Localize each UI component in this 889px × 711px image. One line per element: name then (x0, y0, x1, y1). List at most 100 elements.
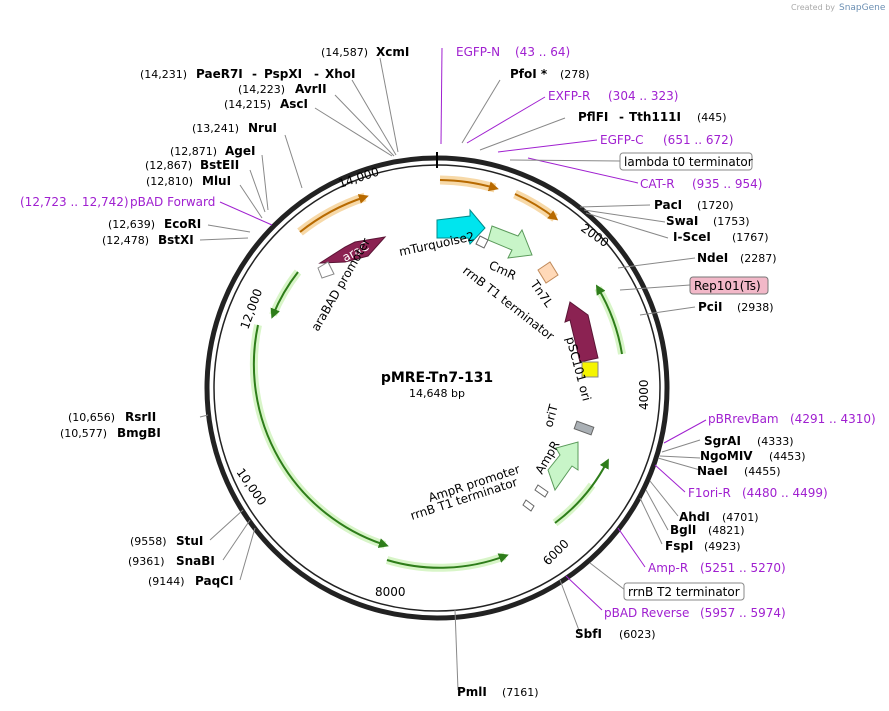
svg-text:BmgBI: BmgBI (117, 426, 161, 440)
rrnb-t2-label: rrnB T2 terminator (628, 585, 740, 599)
svg-text:PacI: PacI (654, 198, 682, 212)
svg-text:EXFP-R: EXFP-R (548, 89, 590, 103)
plasmid-name: pMRE-Tn7-131 (381, 370, 493, 386)
ampr-promoter-arrow (534, 484, 549, 498)
svg-text:SnaBI: SnaBI (176, 554, 215, 568)
svg-text:pBRrevBam: pBRrevBam (708, 412, 779, 426)
svg-text:(9144): (9144) (148, 575, 185, 588)
enzyme-leaders (199, 57, 701, 691)
svg-text:AscI: AscI (280, 97, 308, 111)
svg-text:(304 .. 323): (304 .. 323) (608, 89, 678, 103)
svg-text:(935 .. 954): (935 .. 954) (692, 177, 762, 191)
svg-text:Amp-R: Amp-R (648, 561, 688, 575)
snapgene-logo: SnapGene (839, 3, 886, 13)
svg-text:I-SceI: I-SceI (673, 230, 711, 244)
svg-text:2000: 2000 (578, 221, 611, 250)
svg-text:(12,723 .. 12,742): (12,723 .. 12,742) (20, 195, 129, 209)
svg-text:(10,656): (10,656) (68, 411, 115, 424)
svg-text:EGFP-N: EGFP-N (456, 45, 500, 59)
svg-text:EGFP-C: EGFP-C (600, 133, 643, 147)
svg-text:FspI: FspI (665, 539, 693, 553)
primer-leaders (219, 47, 707, 611)
svg-text:(2287): (2287) (740, 252, 777, 265)
svg-text:-: - (619, 110, 624, 124)
svg-text:6000: 6000 (540, 537, 571, 568)
orit-label: oriT (541, 402, 561, 428)
svg-text:AgeI: AgeI (225, 144, 255, 158)
svg-text:PciI: PciI (698, 300, 723, 314)
rep101-label: Rep101(Ts) (694, 279, 761, 293)
svg-text:(14,223): (14,223) (238, 83, 285, 96)
svg-text:BstXI: BstXI (158, 233, 194, 247)
svg-text:(2938): (2938) (737, 301, 774, 314)
ampr-arrow (547, 441, 579, 492)
svg-text:EcoRI: EcoRI (164, 217, 201, 231)
rep101-arrow (564, 301, 599, 363)
svg-text:(10,577): (10,577) (60, 427, 107, 440)
svg-text:(4821): (4821) (708, 524, 745, 537)
svg-text:SgrAI: SgrAI (704, 434, 741, 448)
svg-text:8000: 8000 (375, 585, 406, 599)
svg-text:(4333): (4333) (757, 435, 794, 448)
mcs-arcs (297, 175, 559, 236)
svg-text:RsrII: RsrII (125, 410, 156, 424)
boxed-features: lambda t0 terminator Rep101(Ts) rrnB T2 … (619, 152, 769, 601)
orit-box (573, 420, 595, 436)
svg-text:PfoI *: PfoI * (510, 67, 548, 81)
svg-text:(9558): (9558) (130, 535, 167, 548)
svg-text:(445): (445) (697, 111, 727, 124)
svg-text:(12,867): (12,867) (145, 159, 192, 172)
psc101-ori-box (581, 361, 599, 378)
svg-text:NgoMIV: NgoMIV (700, 449, 753, 463)
svg-text:pBAD Reverse: pBAD Reverse (604, 606, 689, 620)
svg-text:SwaI: SwaI (666, 214, 698, 228)
svg-text:(4923): (4923) (704, 540, 741, 553)
svg-text:NdeI: NdeI (697, 251, 728, 265)
enzyme-labels: (14,587) XcmI (14,231) PaeR7I - PspXI - … (60, 45, 806, 699)
arabad-promoter-arrow (317, 261, 335, 279)
svg-text:(7161): (7161) (502, 686, 539, 699)
svg-text:NruI: NruI (248, 121, 277, 135)
svg-text:-: - (252, 67, 257, 81)
svg-text:(278): (278) (560, 68, 590, 81)
orf-arcs (249, 269, 626, 572)
svg-text:4000: 4000 (637, 379, 651, 410)
svg-text:NaeI: NaeI (697, 464, 728, 478)
svg-text:(651 .. 672): (651 .. 672) (663, 133, 733, 147)
svg-text:XhoI: XhoI (325, 67, 356, 81)
cmr-arrow (487, 225, 533, 259)
arac-arrow (318, 236, 387, 264)
svg-text:AvrII: AvrII (295, 82, 327, 96)
svg-text:StuI: StuI (176, 534, 203, 548)
tn7l-box (537, 261, 559, 284)
svg-text:PaqCI: PaqCI (195, 574, 233, 588)
svg-text:F1ori-R: F1ori-R (688, 486, 731, 500)
svg-text:(4701): (4701) (722, 511, 759, 524)
lambda-t0-label: lambda t0 terminator (624, 155, 753, 169)
credit-text: Created by (791, 3, 835, 12)
feature-leaders (509, 159, 691, 591)
svg-text:(43 .. 64): (43 .. 64) (515, 45, 570, 59)
svg-text:PspXI: PspXI (264, 67, 302, 81)
svg-text:(4455): (4455) (744, 465, 781, 478)
svg-text:(4453): (4453) (769, 450, 806, 463)
svg-text:(12,810): (12,810) (146, 175, 193, 188)
svg-text:(4291 .. 4310): (4291 .. 4310) (790, 412, 876, 426)
svg-text:(1767): (1767) (732, 231, 769, 244)
svg-text:PflFI: PflFI (578, 110, 608, 124)
svg-text:(9361): (9361) (128, 555, 165, 568)
svg-text:(12,639): (12,639) (108, 218, 155, 231)
mturquoise2-arrow (436, 208, 486, 245)
svg-text:-: - (314, 67, 319, 81)
svg-text:(5251 .. 5270): (5251 .. 5270) (700, 561, 786, 575)
svg-text:(14,215): (14,215) (224, 98, 271, 111)
svg-text:14,000: 14,000 (337, 165, 381, 191)
svg-text:MluI: MluI (202, 174, 231, 188)
plasmid-size: 14,648 bp (409, 387, 465, 400)
svg-text:pBAD Forward: pBAD Forward (130, 195, 215, 209)
svg-text:(1720): (1720) (697, 199, 734, 212)
svg-text:12,000: 12,000 (238, 287, 266, 331)
svg-text:(1753): (1753) (713, 215, 750, 228)
svg-text:(13,241): (13,241) (192, 122, 239, 135)
